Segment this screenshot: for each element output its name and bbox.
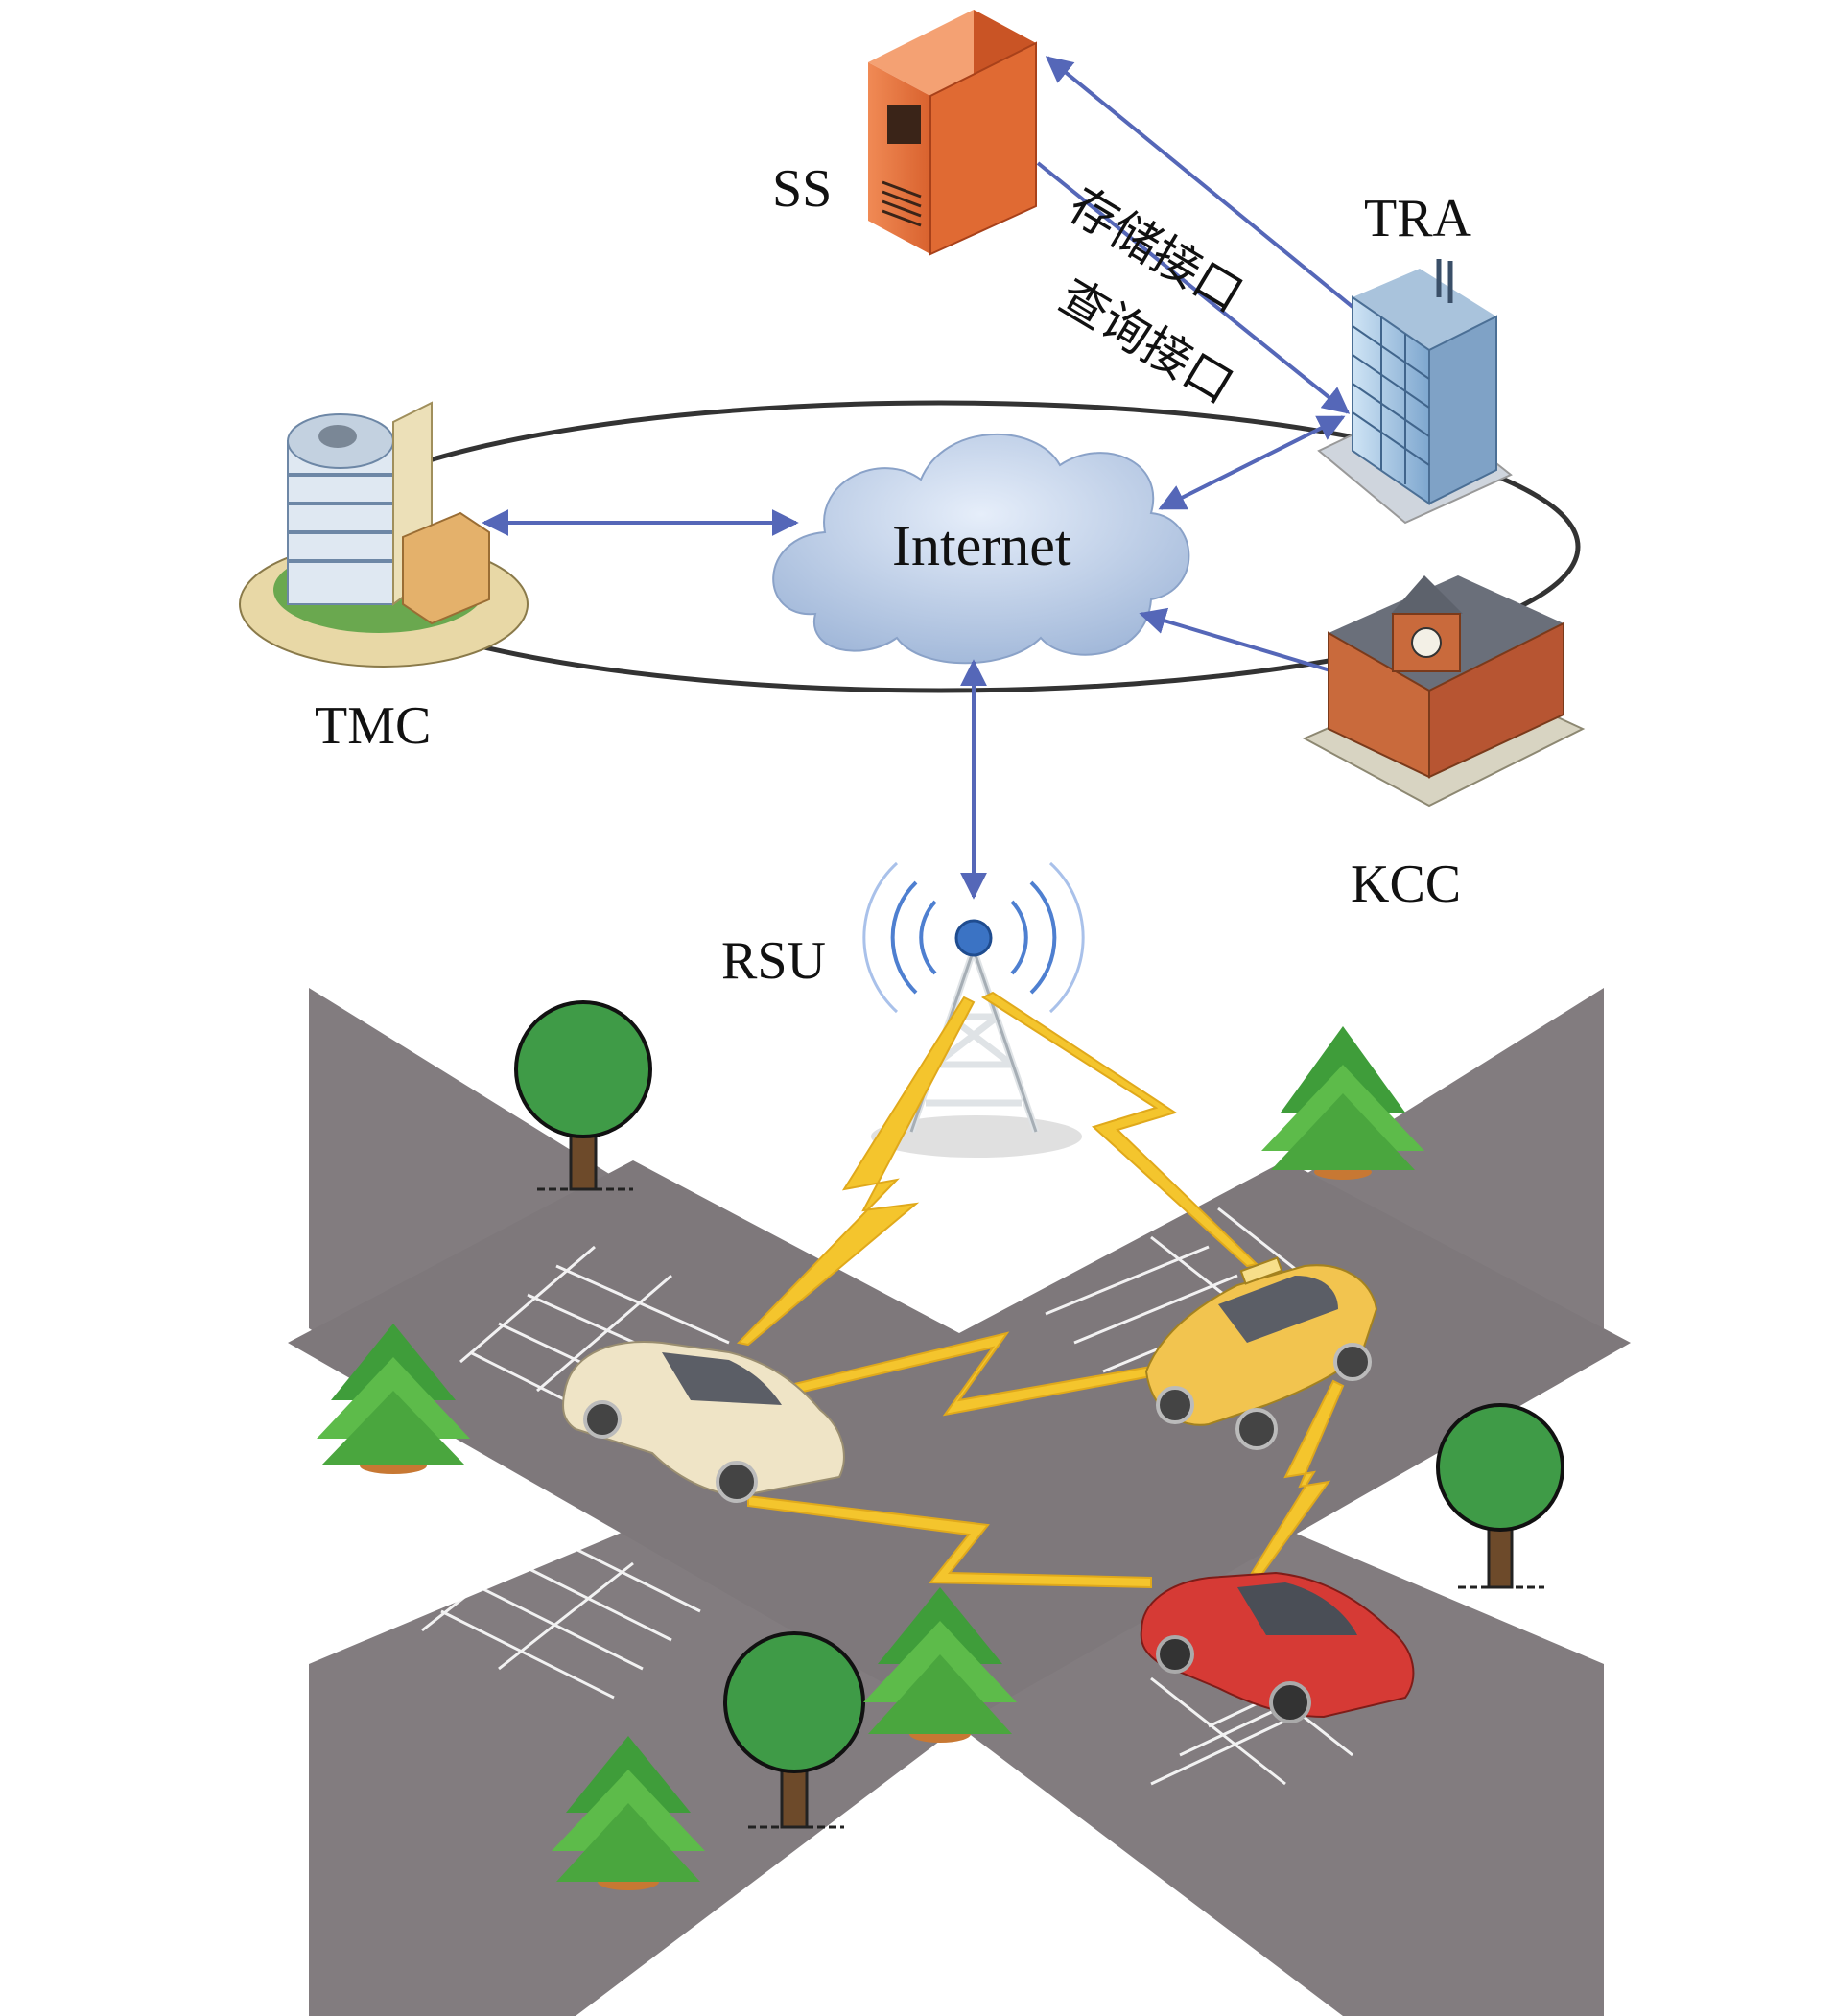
internet-label: Internet xyxy=(892,514,1071,577)
tree-pine-icon xyxy=(552,1736,705,1890)
server-icon xyxy=(868,10,1037,256)
tree-pine-icon xyxy=(1261,1026,1424,1180)
rsu-label: RSU xyxy=(721,931,826,991)
link-rsu-taxi xyxy=(980,991,1259,1268)
ss-label: SS xyxy=(772,159,833,219)
link-rsu-white-car xyxy=(737,996,976,1347)
arrow-kcc-internet xyxy=(1139,607,1334,673)
tree-pine-icon xyxy=(317,1324,470,1474)
arrow-query-tra xyxy=(1036,161,1351,414)
tree-round-icon xyxy=(514,1000,652,1191)
tree-round-icon xyxy=(1436,1403,1564,1589)
wireless-links xyxy=(737,991,1345,1589)
tmc-label: TMC xyxy=(315,696,432,756)
tree-pine-icon xyxy=(863,1587,1017,1743)
white-car-icon xyxy=(562,1341,845,1503)
connection-arrows xyxy=(482,56,1354,900)
tra-building-icon xyxy=(1317,259,1513,525)
kcc-building-icon xyxy=(1302,575,1586,808)
tra-label: TRA xyxy=(1364,189,1471,248)
internet-cloud xyxy=(772,433,1190,665)
tmc-building-icon xyxy=(239,401,529,668)
kcc-label: KCC xyxy=(1351,855,1462,914)
taxi-icon xyxy=(1144,1256,1378,1450)
arrow-tra-internet xyxy=(1158,415,1346,510)
tree-round-icon xyxy=(723,1631,865,1829)
red-car-icon xyxy=(1140,1571,1415,1723)
trees xyxy=(317,1000,1564,1890)
link-white-car-red-car xyxy=(747,1494,1152,1589)
arrow-tra-storage xyxy=(1045,56,1354,309)
